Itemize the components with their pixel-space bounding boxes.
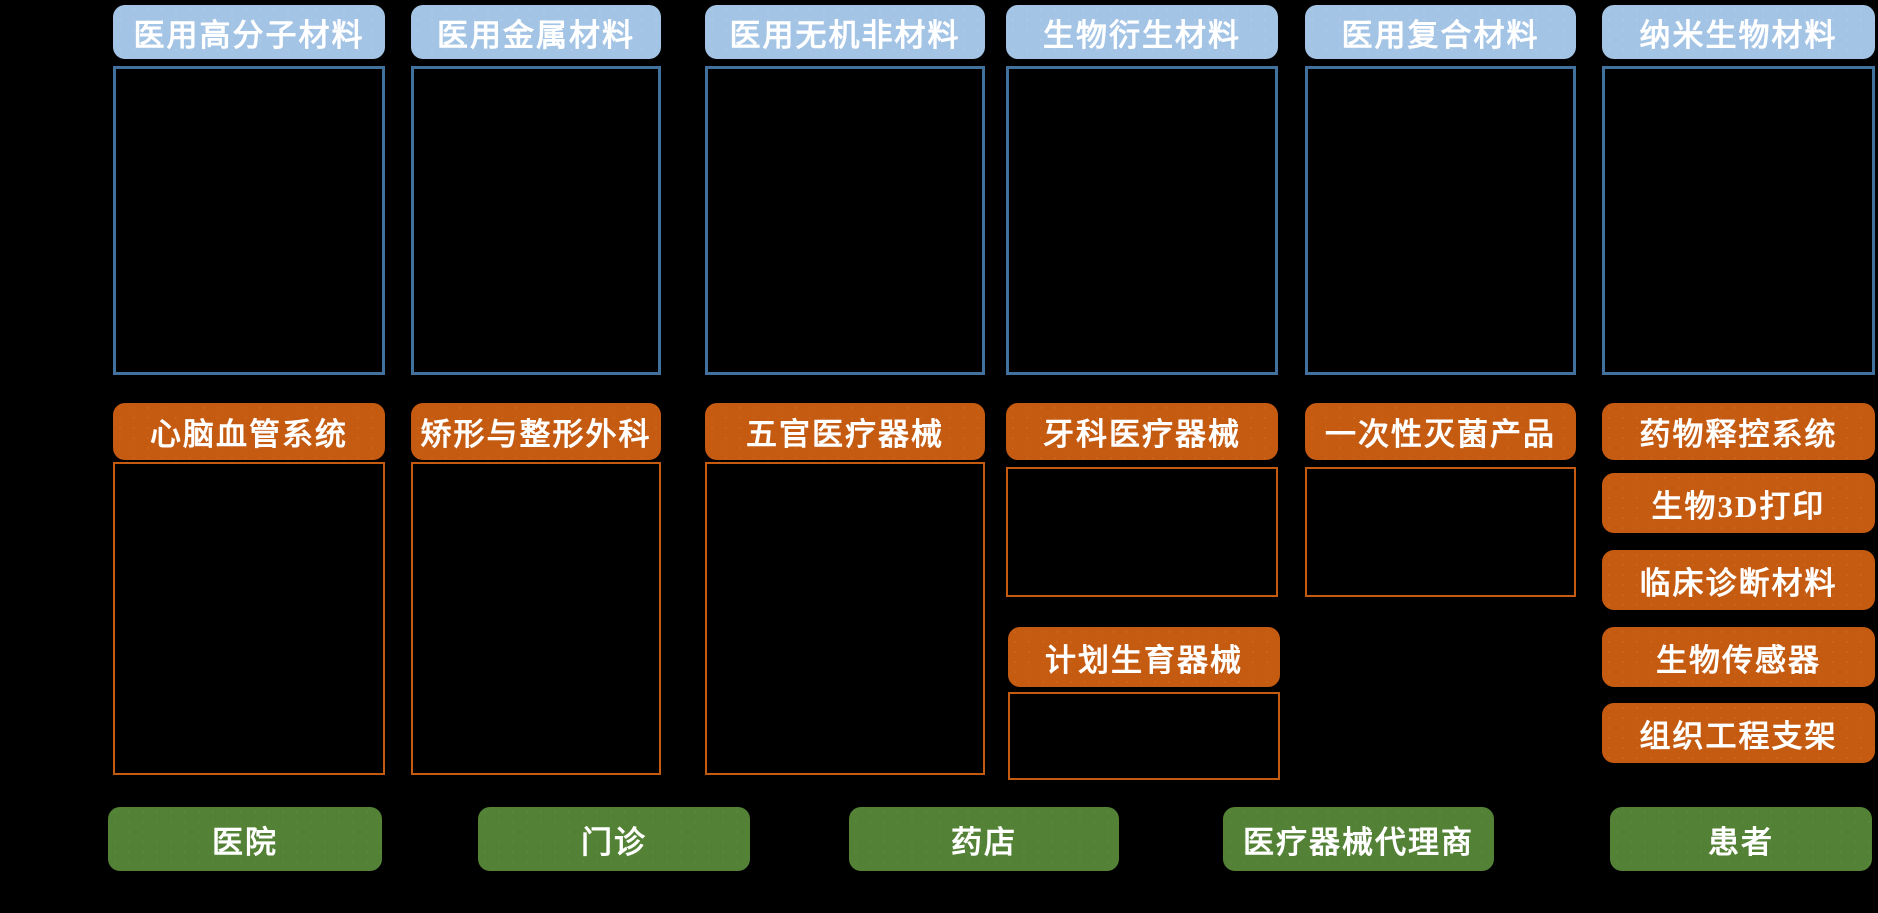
device-header-clinical-diagnostics: 临床诊断材料 (1602, 550, 1875, 610)
device-content-box-ent (705, 462, 985, 775)
channel-device-distributor: 医疗器械代理商 (1223, 807, 1494, 871)
material-content-box-bioderived (1006, 66, 1278, 375)
device-header-bio-3d-printing: 生物3D打印 (1602, 473, 1875, 533)
material-content-box-polymer (113, 66, 385, 375)
device-content-box-orthopedic (411, 462, 661, 775)
material-header-inorganic: 医用无机非材料 (705, 5, 985, 59)
material-content-box-metal (411, 66, 661, 375)
material-header-polymer: 医用高分子材料 (113, 5, 385, 59)
device-header-dental: 牙科医疗器械 (1006, 403, 1278, 460)
material-content-box-nano (1602, 66, 1875, 375)
material-content-box-inorganic (705, 66, 985, 375)
device-header-drug-delivery: 药物释控系统 (1602, 403, 1875, 460)
material-header-bioderived: 生物衍生材料 (1006, 5, 1278, 59)
device-content-box-family-planning (1008, 692, 1280, 780)
device-header-tissue-scaffold: 组织工程支架 (1602, 703, 1875, 763)
channel-hospital: 医院 (108, 807, 382, 871)
material-content-box-composite (1305, 66, 1576, 375)
device-content-box-cardiovascular (113, 462, 385, 775)
material-header-composite: 医用复合材料 (1305, 5, 1576, 59)
channel-pharmacy: 药店 (849, 807, 1119, 871)
device-header-orthopedic: 矫形与整形外科 (411, 403, 661, 460)
channel-patient: 患者 (1610, 807, 1872, 871)
device-content-box-disposable-sterile (1305, 467, 1576, 597)
channel-clinic: 门诊 (478, 807, 750, 871)
device-header-cardiovascular: 心脑血管系统 (113, 403, 385, 460)
device-header-ent: 五官医疗器械 (705, 403, 985, 460)
device-header-biosensor: 生物传感器 (1602, 627, 1875, 687)
device-content-box-dental (1006, 467, 1278, 597)
device-header-disposable-sterile: 一次性灭菌产品 (1305, 403, 1576, 460)
device-header-family-planning: 计划生育器械 (1008, 627, 1280, 687)
material-header-metal: 医用金属材料 (411, 5, 661, 59)
material-header-nano: 纳米生物材料 (1602, 5, 1875, 59)
